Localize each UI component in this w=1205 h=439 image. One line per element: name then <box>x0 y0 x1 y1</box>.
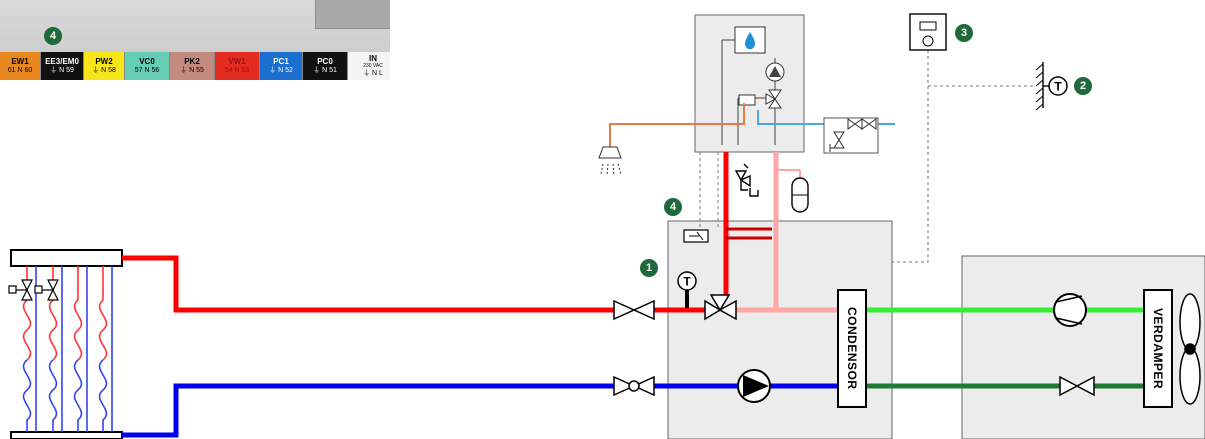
manifold-supply-bar <box>10 249 123 267</box>
supply-pipe <box>122 255 614 313</box>
condensor-label: CONDENSOR <box>845 307 859 390</box>
terminal-name: EW1 <box>11 57 29 66</box>
badge-4-photo: 4 <box>44 27 62 45</box>
heating-loops <box>22 266 113 432</box>
outdoor-sensor: T <box>1035 62 1068 111</box>
return-pipe <box>122 383 614 438</box>
cv-pump <box>737 369 771 403</box>
manifold-return-bar <box>10 431 123 439</box>
supply-isolation-valve <box>613 299 655 321</box>
safety-group-icon <box>823 117 879 154</box>
terminal-block: PK2⏚ N 55 <box>170 52 215 80</box>
terminal-block: PC1⏚ N 52 <box>260 52 303 80</box>
terminal-pins: 54 N 53 <box>224 67 250 74</box>
evaporator-fan <box>1179 293 1201 405</box>
terminal-pins: ⏚ N 51 <box>313 67 337 74</box>
relief-valve-icon <box>734 163 759 197</box>
terminal-block: PC0⏚ N 51 <box>303 52 348 80</box>
badge-2: 2 <box>1074 77 1092 95</box>
terminal-pins: ⏚ N 58 <box>92 67 116 74</box>
cv-pipes <box>122 152 1144 438</box>
manifold-valve-1 <box>8 279 33 301</box>
boiler-three-way-valve-icon <box>765 89 782 109</box>
terminal-pins: ⏚ N 59 <box>50 67 74 74</box>
terminal-name: VC0 <box>139 57 155 66</box>
flow-temperature-sensor: T <box>677 271 697 308</box>
expansion-valve <box>1059 375 1095 397</box>
return-isolation-valve <box>613 375 655 397</box>
terminal-block: PW2⏚ N 58 <box>84 52 125 80</box>
terminal-name: PW2 <box>95 57 113 66</box>
badge-4-schema: 4 <box>664 198 682 216</box>
terminal-name: IN <box>369 54 377 63</box>
terminal-pins: ⏚ N 55 <box>180 67 204 74</box>
boiler-pump-icon <box>765 62 785 82</box>
terminal-name: PK2 <box>184 57 200 66</box>
terminal-pins: ⏚ N 52 <box>269 67 293 74</box>
terminal-pins: 57 N 56 <box>134 67 160 74</box>
badge-1: 1 <box>640 259 658 277</box>
three-way-valve <box>704 294 737 321</box>
photo-bracket <box>315 0 390 29</box>
flow-sensor-icon <box>683 229 709 243</box>
boiler-burner-icon <box>734 26 766 54</box>
room-thermostat <box>909 13 947 51</box>
outdoor-sensor-label: T <box>1054 80 1062 94</box>
terminal-voltage: 230 VAC <box>363 63 383 69</box>
terminal-name: PC0 <box>317 57 333 66</box>
control-wiring <box>699 50 1035 263</box>
shower-icon <box>598 146 622 177</box>
terminal-block: EE3/EM0⏚ N 59 <box>41 52 84 80</box>
expansion-vessel-icon <box>791 177 809 213</box>
manifold-valve-2 <box>34 279 59 301</box>
badge-3: 3 <box>955 24 973 42</box>
compressor <box>1053 293 1087 327</box>
flow-temperature-sensor-label: T <box>683 275 691 289</box>
boiler-heat-exchanger <box>738 94 756 106</box>
terminal-name: VW1 <box>228 57 246 66</box>
terminal-name: PC1 <box>273 57 289 66</box>
verdamper-block <box>1143 289 1173 408</box>
floor-heating-manifold <box>8 249 123 439</box>
verdamper-label: VERDAMPER <box>1151 307 1165 390</box>
terminal-pins: 61 N 60 <box>7 67 33 74</box>
terminal-name: EE3/EM0 <box>45 57 79 66</box>
terminal-pins: ⏚ N L <box>363 70 383 77</box>
condensor-block <box>837 289 867 408</box>
